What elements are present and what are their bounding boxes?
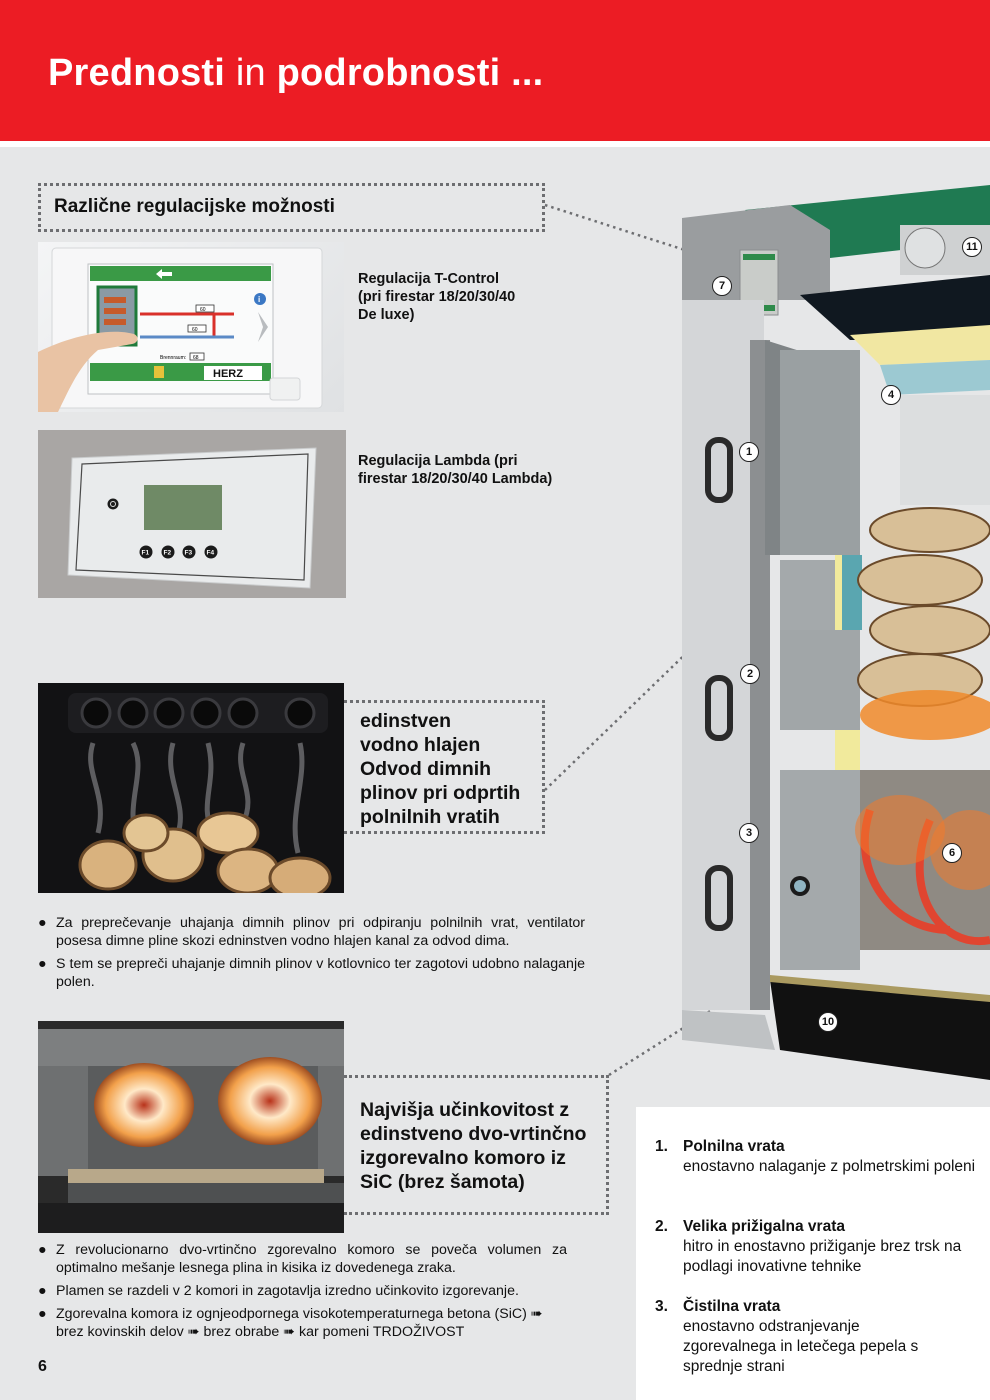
- left-vortex-flame: [94, 1063, 194, 1147]
- title-part-2: in: [235, 52, 266, 94]
- callout-line: plinov pri odprtih: [360, 782, 521, 804]
- vortex-callout-text: Najvišja učinkovitost z edinstveno dvo-v…: [360, 1098, 586, 1194]
- power-icon: [107, 498, 119, 510]
- back-arrow-icon: [156, 269, 172, 279]
- title-part-3: podrobnosti ...: [276, 52, 544, 94]
- brennraum-value: 68: [193, 355, 199, 361]
- f1-button: [139, 545, 153, 559]
- f4-button: [204, 545, 218, 559]
- boiler-cutaway-illustration: 7 11 4 1 2 3 6 10: [600, 170, 990, 1100]
- callout-line: polnilnih vratih: [360, 806, 500, 828]
- feature-title: Velika prižigalna vrata: [683, 1218, 845, 1235]
- bullet-icon: ●: [38, 915, 47, 931]
- right-vortex-flame: [218, 1057, 322, 1145]
- brennraum-label: Brennraum:: [160, 355, 186, 361]
- bullet-text: Plamen se razdeli v 2 komori in zagotavl…: [56, 1283, 519, 1299]
- vortex-chamber-photo: [38, 1021, 344, 1233]
- callout-badge-2: 2: [740, 664, 760, 684]
- callout-badge-10: 10: [818, 1012, 838, 1032]
- smoke-bullet-list: ● Za preprečevanje uhajanja dimnih plinov…: [38, 914, 585, 996]
- bullet-item: ● Za preprečevanje uhajanja dimnih plinov…: [38, 914, 585, 950]
- callout-badge-6: 6: [942, 843, 962, 863]
- callout-line: SiC (brez šamota): [360, 1171, 525, 1193]
- feature-number: 3.: [655, 1298, 668, 1315]
- features-panel: 1. Polnilna vrata enostavno nalaganje z …: [636, 1107, 990, 1400]
- bullet-text: S tem se prepreči uhajanje dimnih plinov…: [56, 956, 585, 990]
- bullet-item: ● Z revolucionarno dvo-vrtinčno zgorevaln…: [38, 1241, 567, 1277]
- tcontrol-label-line: Regulacija T-Control: [358, 271, 499, 287]
- tcontrol-photo: 60 60 i Brennraum: 68 HERZ: [38, 242, 344, 412]
- callout-badge-3: 3: [739, 823, 759, 843]
- callout-badge-11: 11: [962, 237, 982, 257]
- feature-number: 2.: [655, 1218, 668, 1235]
- door-handle-3: [705, 865, 733, 931]
- temp-readout-top: 60: [200, 307, 206, 313]
- door-handle-1: [705, 437, 733, 503]
- smoke-extraction-photo: [38, 683, 344, 893]
- bullet-icon: ●: [38, 1242, 47, 1258]
- f2-button: [161, 545, 175, 559]
- lambda-label: Regulacija Lambda (pri firestar 18/20/30…: [358, 452, 552, 488]
- tcontrol-label: Regulacija T-Control (pri firestar 18/20…: [358, 270, 515, 324]
- bullet-icon: ●: [38, 1283, 47, 1299]
- door-handle-2: [705, 675, 733, 741]
- bullet-item: ● Plamen se razdeli v 2 komori in zagotav…: [38, 1282, 567, 1300]
- smoke-callout-box: edinstven vodno hlajen Odvod dimnih plin…: [344, 700, 545, 834]
- callout-badge-4: 4: [881, 385, 901, 405]
- bullet-icon: ●: [38, 1306, 47, 1322]
- f3-button: [182, 545, 196, 559]
- page-header-band: [0, 0, 990, 141]
- bullet-text: Z revolucionarno dvo-vrtinčno zgorevalno…: [56, 1242, 567, 1276]
- feature-number: 1.: [655, 1138, 668, 1155]
- tcontrol-label-line: De luxe): [358, 307, 415, 323]
- callout-badge-7: 7: [712, 276, 732, 296]
- lambda-label-line: Regulacija Lambda (pri: [358, 453, 518, 469]
- page-number: 6: [38, 1358, 47, 1375]
- f4-label: F4: [207, 550, 215, 557]
- callout-line: edinstven: [360, 710, 452, 732]
- lock-icon: [154, 366, 164, 378]
- feature-description: enostavno nalaganje z polmetrskimi polen…: [683, 1158, 976, 1175]
- connector-regulation: [544, 203, 723, 264]
- feature-title: Polnilna vrata: [683, 1138, 785, 1155]
- herz-logo: HERZ: [213, 368, 243, 380]
- svg-text:i: i: [258, 295, 260, 304]
- callout-line: vodno hlajen: [360, 734, 481, 756]
- page-title: Prednosti in podrobnosti ...: [48, 52, 543, 95]
- regulation-heading: Različne regulacijske možnosti: [54, 196, 335, 217]
- smoke-callout-text: edinstven vodno hlajen Odvod dimnih plin…: [360, 709, 520, 829]
- smoke-ports: [80, 697, 316, 729]
- firewood-logs: [78, 811, 332, 893]
- bullet-text: Za preprečevanje uhajanja dimnih plinov …: [56, 915, 585, 949]
- callout-line: edinstveno dvo-vrtinčno: [360, 1123, 587, 1145]
- lambda-label-line: firestar 18/20/30/40 Lambda): [358, 471, 553, 487]
- firewood-stack: [857, 507, 990, 707]
- feature-description: enostavno odstranjevanje zgorevalnega in…: [683, 1318, 919, 1375]
- info-icon: [254, 293, 266, 305]
- bullet-text: Zgorevalna komora iz ognjeodpornega viso…: [56, 1306, 543, 1340]
- header-divider: [0, 141, 990, 147]
- callout-line: Odvod dimnih: [360, 758, 492, 780]
- feature-title: Čistilna vrata: [683, 1298, 781, 1315]
- feature-description: hitro in enostavno prižiganje brez trsk …: [683, 1238, 962, 1275]
- callout-line: izgorevalno komoro iz: [360, 1147, 566, 1169]
- tcontrol-label-line: (pri firestar 18/20/30/40: [358, 289, 516, 305]
- next-chevron-icon: [258, 312, 268, 342]
- bullet-item: ● S tem se prepreči uhajanje dimnih plino…: [38, 955, 585, 991]
- regulation-heading-box: Različne regulacijske možnosti: [38, 183, 545, 232]
- finger-hand: [38, 331, 138, 412]
- temp-readout-mid: 60: [192, 327, 198, 333]
- callout-line: Najvišja učinkovitost z: [360, 1099, 570, 1121]
- f3-label: F3: [185, 550, 193, 557]
- bullet-item: ● Zgorevalna komora iz ognjeodpornega vis…: [38, 1305, 567, 1341]
- lcd-display: [144, 485, 222, 530]
- vortex-callout-box: Najvišja učinkovitost z edinstveno dvo-v…: [344, 1075, 609, 1215]
- f1-label: F1: [142, 550, 150, 557]
- callout-badge-1: 1: [739, 442, 759, 462]
- title-part-1: Prednosti: [48, 52, 226, 94]
- vortex-bullet-list: ● Z revolucionarno dvo-vrtinčno zgorevaln…: [38, 1241, 567, 1346]
- lambda-photo: F1 F2 F3 F4: [38, 430, 346, 598]
- f2-label: F2: [164, 550, 172, 557]
- bullet-icon: ●: [38, 956, 47, 972]
